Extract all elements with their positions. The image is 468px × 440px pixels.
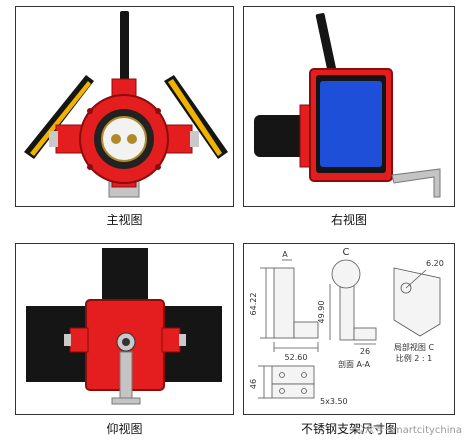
detail-c-hole [400, 282, 412, 294]
section-bracket-foot [293, 321, 319, 339]
detail-label: 局部视图 C [394, 342, 435, 352]
section-bracket-upright [273, 267, 295, 339]
mount-bracket [119, 351, 133, 405]
left-boss [69, 327, 89, 353]
mid-bracket-foot [353, 327, 377, 341]
caption-front-view: 主视图 [106, 213, 143, 227]
dim-46: 46 [249, 379, 258, 389]
dim-5x3-50: 5x3.50 [320, 397, 348, 406]
blue-screen [320, 81, 382, 167]
right-boss [161, 327, 181, 353]
left-solar-panel [24, 75, 94, 159]
right-plug [190, 131, 199, 147]
caption-bottom-view: 仰视图 [106, 422, 143, 436]
scale-label: 比例 2 : 1 [396, 353, 433, 363]
antenna [120, 11, 129, 83]
bracket-dimension-drawing: A C 64.22 49.90 52.60 26 6.20 剖面 A-A 局部视… [249, 247, 444, 406]
sensor-face [101, 116, 147, 162]
sensor-barrel [102, 248, 148, 304]
mid-bracket-ring [331, 259, 361, 289]
sensor-element-right [127, 134, 137, 144]
detail-c-plate [393, 267, 441, 337]
dim-26: 26 [360, 347, 370, 356]
watermark: 公众号·smartcitychina [354, 425, 463, 436]
bottom-view-panel [15, 243, 234, 415]
front-view-drawing [24, 11, 228, 198]
dim-52-60: 52.60 [285, 353, 308, 362]
detail-mark-c: C [343, 247, 350, 258]
sensor-element-left [111, 134, 121, 144]
dim-49-90: 49.90 [317, 301, 326, 324]
flat-bracket-top [271, 365, 315, 385]
mount-bracket [391, 168, 441, 198]
front-view-panel [15, 6, 234, 207]
dim-64-22: 64.22 [249, 293, 258, 316]
right-view-panel [243, 6, 455, 207]
bottom-view-drawing [26, 248, 222, 405]
antenna [315, 13, 338, 77]
flat-bracket-face [271, 383, 315, 399]
mid-bracket-upright [339, 283, 355, 341]
dim-6-20: 6.20 [426, 259, 444, 268]
caption-right-view: 右视图 [330, 213, 367, 227]
right-solar-panel [164, 75, 228, 159]
right-view-drawing [254, 13, 441, 198]
left-plug [49, 131, 58, 147]
bracket-drawing-panel: A C 64.22 49.90 52.60 26 6.20 剖面 A-A 局部视… [243, 243, 455, 415]
section-label: 剖面 A-A [338, 359, 371, 369]
section-mark-a-left: A [282, 250, 288, 259]
caption-bracket-drawing: 不锈钢支架尺寸图 [300, 422, 397, 436]
